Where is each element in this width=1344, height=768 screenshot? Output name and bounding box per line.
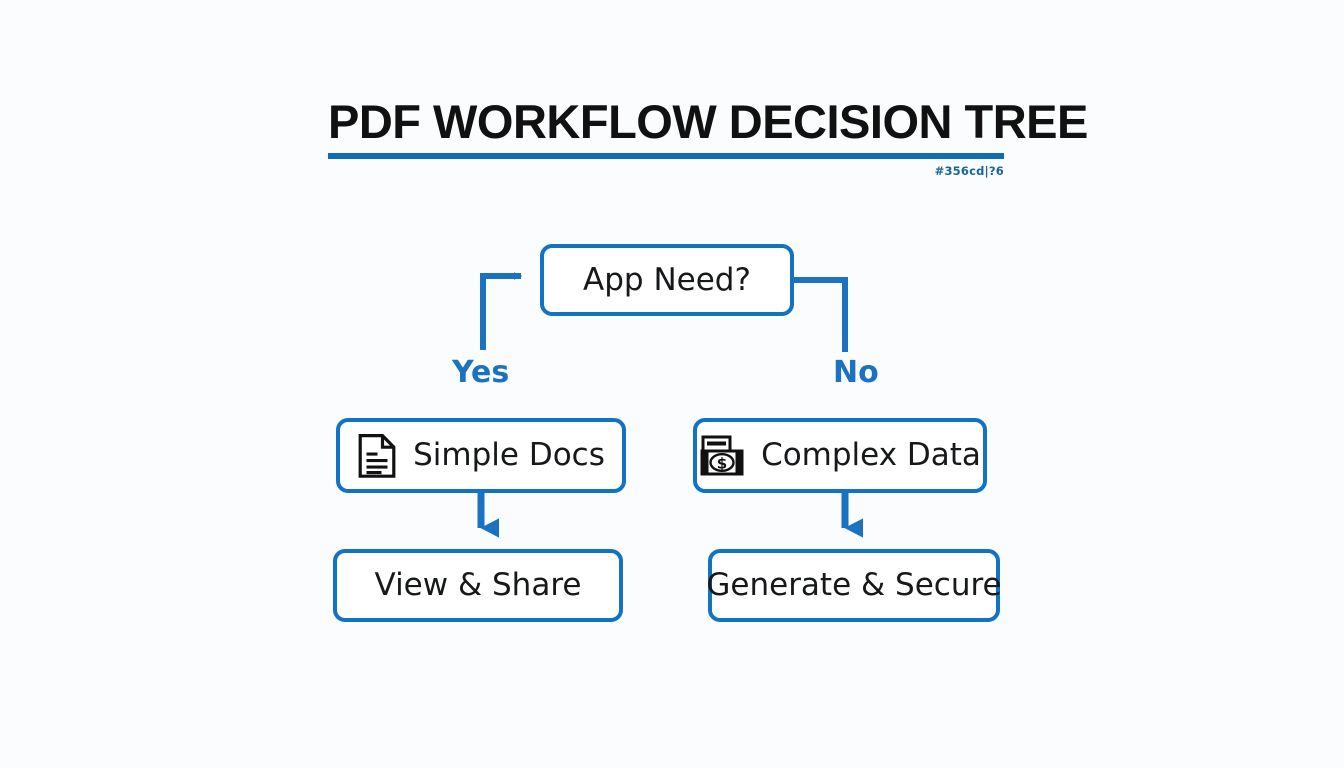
- node-app-need-label: App Need?: [583, 261, 751, 298]
- node-view-share[interactable]: View & Share: [333, 549, 623, 622]
- svg-text:$: $: [717, 454, 727, 472]
- node-view-share-label: View & Share: [374, 567, 582, 603]
- node-simple-docs[interactable]: Simple Docs: [336, 418, 626, 493]
- page-title: PDF WORKFLOW DECISION TREE: [328, 95, 1088, 148]
- node-complex-data[interactable]: $ Complex Data: [693, 418, 987, 493]
- accent-color-code: #356cd|?6: [934, 164, 1004, 178]
- node-generate-secure-label: Generate & Secure: [706, 567, 1002, 603]
- title-block: PDF WORKFLOW DECISION TREE #356cd|?6: [328, 95, 1088, 178]
- branch-label-yes: Yes: [452, 355, 510, 390]
- money-icon: $: [699, 434, 745, 478]
- document-icon: [357, 433, 397, 479]
- branch-label-no: No: [833, 355, 879, 390]
- node-complex-data-label: Complex Data: [761, 437, 981, 473]
- title-underline-rule: [328, 153, 1004, 159]
- connector-no: [794, 277, 848, 352]
- node-app-need[interactable]: App Need?: [540, 244, 794, 316]
- connector-yes: [480, 272, 523, 350]
- node-generate-secure[interactable]: Generate & Secure: [706, 549, 1002, 622]
- node-simple-docs-label: Simple Docs: [413, 437, 605, 473]
